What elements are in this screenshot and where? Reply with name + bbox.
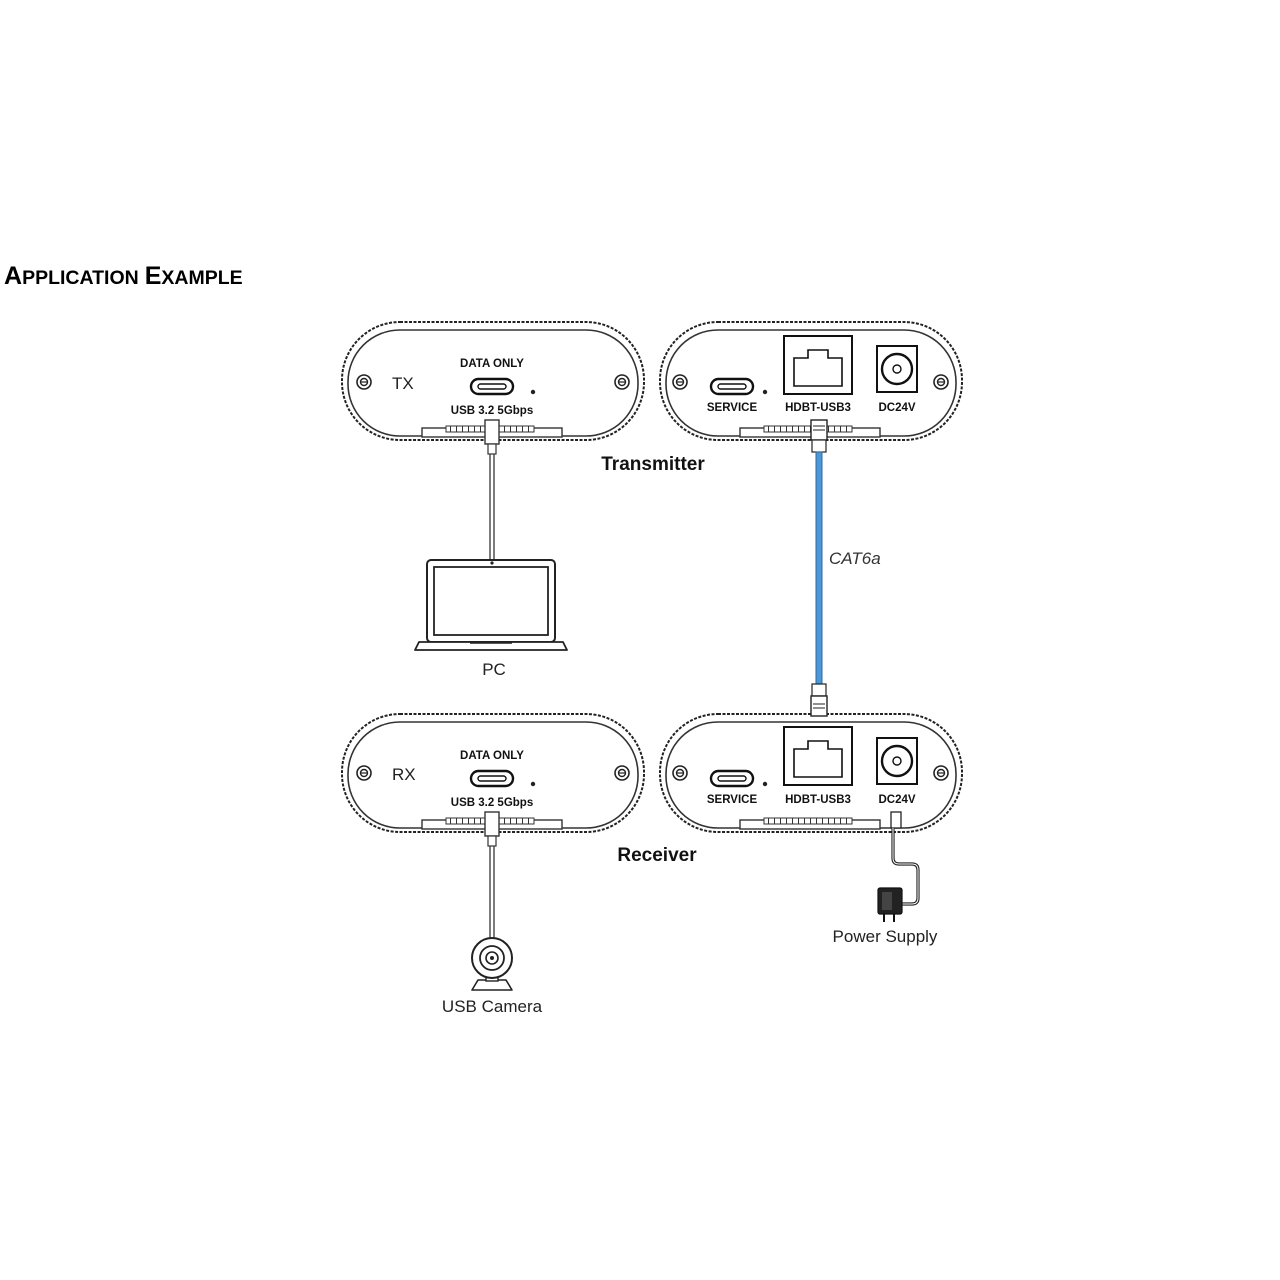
usb-cable-pc: [484, 419, 500, 560]
screw-icon: [933, 765, 949, 781]
heading-big-a: A: [4, 262, 22, 290]
usb-c-port[interactable]: [469, 769, 515, 788]
screw-icon: [356, 765, 372, 781]
screw-icon: [614, 765, 630, 781]
usb-speed-label: USB 3.2 5Gbps: [451, 405, 533, 417]
screw-icon: [933, 374, 949, 390]
dc-jack[interactable]: [876, 737, 918, 785]
tx-hdbt-unit: SERVICE HDBT-USB3 DC24V: [659, 321, 963, 441]
power-cable: [890, 811, 920, 906]
screw-icon: [672, 765, 688, 781]
dc-label: DC24V: [878, 794, 915, 806]
hdbt-label: HDBT-USB3: [785, 794, 851, 806]
status-led: [530, 389, 536, 395]
hdbt-label: HDBT-USB3: [785, 402, 851, 414]
heading-big-e: E: [145, 262, 162, 290]
usb-camera-icon: [471, 937, 513, 991]
cable-label: CAT6a: [829, 549, 881, 568]
service-label: SERVICE: [707, 794, 758, 806]
pc-label: PC: [482, 660, 506, 679]
rj45-plug-bottom: [810, 683, 828, 717]
dc-jack[interactable]: [876, 345, 918, 393]
unit-label-rx: RX: [392, 765, 416, 784]
rj45-port[interactable]: [783, 335, 853, 395]
power-supply-label: Power Supply: [833, 927, 938, 946]
rx-hdbt-unit: SERVICE HDBT-USB3 DC24V: [659, 713, 963, 833]
screw-icon: [356, 374, 372, 390]
usb-c-port[interactable]: [469, 377, 515, 396]
receiver-label: Receiver: [617, 845, 697, 866]
transmitter-label: Transmitter: [601, 454, 705, 475]
cable-body: [815, 451, 823, 685]
status-led: [530, 781, 536, 787]
rj45-plug-top: [810, 419, 828, 453]
dc-label: DC24V: [878, 402, 915, 414]
usb-camera-label: USB Camera: [442, 997, 543, 1016]
status-led: [762, 389, 768, 395]
data-only-label: DATA ONLY: [460, 358, 524, 370]
heading-rest-a: PPLICATION: [22, 267, 139, 289]
usb-speed-label: USB 3.2 5Gbps: [451, 797, 533, 809]
unit-label-tx: TX: [392, 374, 414, 393]
section-heading: APPLICATION EXAMPLE: [4, 262, 243, 290]
service-label: SERVICE: [707, 402, 758, 414]
power-adapter-icon: [877, 887, 903, 922]
service-usb-port[interactable]: [709, 377, 755, 396]
status-led: [762, 781, 768, 787]
usb-cable-camera: [484, 811, 500, 940]
rx-usb-unit: RX DATA ONLY USB 3.2 5Gbps: [341, 713, 645, 833]
data-only-label: DATA ONLY: [460, 750, 524, 762]
laptop-icon: [414, 559, 568, 651]
screw-icon: [614, 374, 630, 390]
rj45-port[interactable]: [783, 726, 853, 786]
heading-rest-e: XAMPLE: [161, 267, 242, 289]
service-usb-port[interactable]: [709, 769, 755, 788]
cat6a-cable: [810, 419, 828, 717]
screw-icon: [672, 374, 688, 390]
